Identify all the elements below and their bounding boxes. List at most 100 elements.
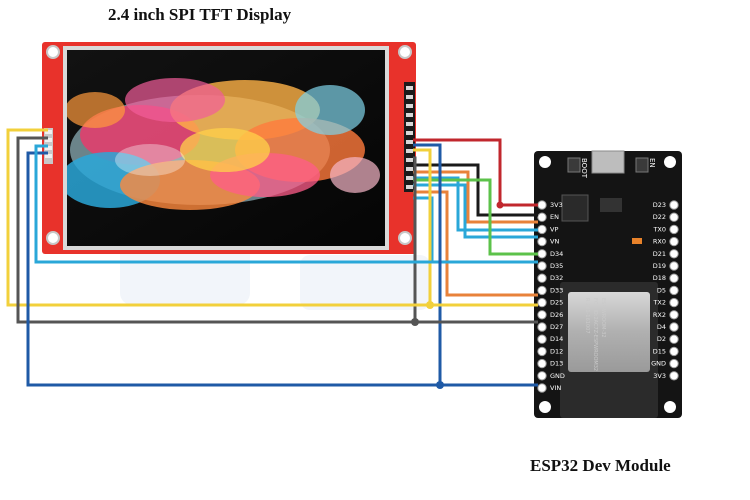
esp32-left-pin-dot	[537, 273, 547, 283]
esp32-right-pin-dot	[669, 224, 679, 235]
esp32-right-pin-dot	[669, 371, 679, 381]
boot-button	[567, 157, 581, 173]
wire-blue-left	[26, 151, 538, 387]
usb-connector	[591, 150, 625, 174]
esp32-right-pin-label: RX0	[653, 238, 666, 246]
wire-cyan-3	[413, 196, 538, 264]
esp32-left-pin-label: D33	[550, 286, 563, 294]
esp32-right-pin-dot	[669, 358, 679, 369]
esp32-right-pin-dot	[669, 285, 679, 296]
usb-uart-chip	[561, 194, 589, 222]
esp32-right-pin-label: D23	[653, 201, 666, 209]
status-led	[632, 238, 642, 244]
esp32-right-pin-dot	[669, 261, 679, 271]
esp32-left-pin-dot	[537, 371, 547, 381]
esp32-left-pin-dot	[537, 346, 547, 357]
esp32-left-pin-label: D26	[550, 311, 563, 319]
esp32-right-pin-dot	[669, 310, 679, 320]
esp32-left-pin-label: D34	[550, 250, 563, 258]
display-right-header	[404, 82, 415, 192]
esp32-left-pin-label: D32	[550, 274, 563, 282]
wire-yellow-right	[413, 148, 432, 305]
esp32-left-pin-label: VP	[550, 225, 558, 233]
display-title: 2.4 inch SPI TFT Display	[108, 5, 292, 24]
esp32-left-pin-label: D13	[550, 360, 563, 368]
esp32-left-pin-label: VN	[550, 238, 559, 246]
display-mount-holes	[46, 45, 412, 245]
screen-artwork	[67, 78, 380, 210]
boot-label: BOOT	[580, 158, 588, 179]
esp32-left-pin-dot	[537, 383, 547, 393]
esp32-left-pin-label: D25	[550, 299, 563, 307]
esp32-right-pin-dot	[669, 236, 679, 247]
esp32-left-pin-label: GND	[550, 372, 565, 380]
esp32-left-pin-dot	[537, 200, 547, 210]
esp32-left-pin-label: EN	[550, 213, 559, 221]
esp32-left-pin-label: D35	[550, 262, 563, 270]
esp32-left-pin-dot	[537, 285, 547, 296]
esp32-right-pin-label: TX2	[652, 299, 666, 307]
esp32-right-pin-label: D21	[653, 250, 666, 258]
wire-green	[413, 178, 538, 256]
esp32-right-pin-label: RX2	[653, 311, 666, 319]
esp32-right-pin-label: TX0	[652, 225, 666, 233]
junction-blue	[436, 381, 444, 389]
esp32-right-pin-dot	[669, 273, 679, 283]
wires	[6, 128, 538, 389]
esp32-right-pin-dot	[669, 334, 679, 344]
esp32-right-pin-label: D22	[653, 213, 666, 221]
wroom-shield	[568, 292, 650, 372]
wire-black-gnd	[413, 163, 538, 217]
wire-gray-right	[413, 156, 417, 322]
esp32-right-pin-label: D2	[657, 335, 666, 343]
wroom-text-2: FCC ID:2AC7Z-ESPWROOM32	[592, 298, 598, 371]
esp32-left-pin-label: 3V3	[550, 201, 563, 209]
esp32-right-pin-dot	[669, 200, 679, 210]
esp32-left-pin-label: D14	[550, 335, 563, 343]
esp32-module: BOOT EN ESP-WROOM-32 FCC ID:2AC7Z-ESPWRO…	[534, 150, 682, 418]
wire-cyan-1	[413, 176, 538, 232]
junction-gray	[411, 318, 419, 326]
module-title: ESP32 Dev Module	[530, 456, 671, 475]
esp32-left-pin-dot	[537, 334, 547, 344]
esp32-right-pin-dot	[669, 322, 679, 332]
esp32-left-pin-dot	[537, 358, 547, 369]
esp32-left-header	[537, 200, 547, 393]
wire-yellow-left	[6, 128, 538, 307]
esp32-right-pin-label: D19	[653, 262, 666, 270]
en-button	[635, 157, 649, 173]
esp32-left-pin-label: D12	[550, 347, 563, 355]
esp32-right-pin-label: D18	[653, 274, 666, 282]
esp32-right-pin-label: D5	[657, 286, 666, 294]
esp32-left-pin-dot	[537, 212, 547, 222]
regulator	[600, 198, 622, 212]
esp32-right-header	[669, 200, 679, 381]
wroom-text-3: R 211-161007	[584, 298, 590, 334]
display-left-pins	[44, 128, 53, 164]
esp32-left-pin-dot	[537, 236, 547, 247]
esp32-right-pin-dot	[669, 346, 679, 357]
tft-display-module	[42, 42, 416, 254]
esp32-right-pin-label: D4	[657, 323, 666, 331]
wroom-text-1: ESP-WROOM-32	[600, 298, 606, 338]
esp32-right-pin-dot	[669, 249, 679, 259]
esp32-mount-holes	[539, 156, 676, 413]
esp32-right-pin-label: GND	[651, 360, 666, 368]
esp32-right-pin-dot	[669, 297, 679, 308]
esp32-right-pin-label: D15	[653, 347, 666, 355]
wire-red-vcc	[413, 138, 538, 207]
esp32-left-pin-dot	[537, 322, 547, 332]
junction-red	[496, 201, 504, 209]
esp32-left-pin-dot	[537, 297, 547, 308]
esp32-left-pin-dot	[537, 249, 547, 259]
esp32-left-pin-label: D27	[550, 323, 563, 331]
wire-gray-left	[16, 136, 538, 324]
esp32-left-pin-dot	[537, 310, 547, 320]
junction-yellow	[426, 301, 434, 309]
en-label: EN	[648, 158, 656, 168]
esp32-right-pin-label: 3V3	[653, 372, 666, 380]
